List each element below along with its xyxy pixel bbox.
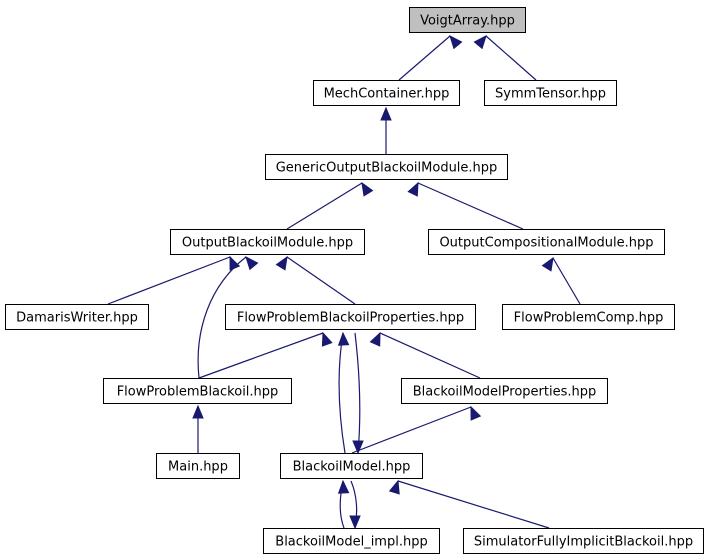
- edge-line: [198, 332, 324, 379]
- node-label: MechContainer.hpp: [324, 87, 450, 102]
- arrow-head: [541, 256, 554, 272]
- edge-generic-to-mech: [380, 106, 392, 154]
- arrow-head: [349, 515, 361, 530]
- edge-line: [485, 35, 537, 81]
- edge-line: [354, 332, 361, 454]
- edge-fpbprops-to-outblack: [275, 255, 356, 305]
- node-outcomp[interactable]: OutputCompositionalModule.hpp: [428, 229, 665, 255]
- edge-line: [338, 332, 346, 454]
- node-box[interactable]: [463, 528, 704, 554]
- edge-line: [398, 35, 451, 81]
- node-box[interactable]: [265, 154, 508, 180]
- edge-bm-to-fpbprops: [337, 331, 350, 454]
- edge-main-to-fpb: [192, 404, 204, 453]
- node-fpbprops[interactable]: FlowProblemBlackoilProperties.hpp: [225, 304, 476, 330]
- arrow-head: [321, 331, 333, 347]
- arrow-head: [352, 440, 364, 455]
- arrow-head: [337, 479, 350, 494]
- node-box[interactable]: [313, 80, 460, 106]
- arrow-head: [229, 255, 241, 271]
- arrow-head: [192, 404, 204, 419]
- arrow-head: [388, 479, 400, 495]
- edge-bm-to-bmprops: [351, 405, 482, 454]
- edge-line: [379, 332, 481, 379]
- node-damaris[interactable]: DamarisWriter.hpp: [5, 304, 149, 330]
- edge-line: [351, 406, 472, 454]
- arrow-head: [337, 331, 350, 346]
- node-label: BlackoilModel_impl.hpp: [275, 535, 427, 550]
- edges-layer: [107, 35, 581, 530]
- node-fpb[interactable]: FlowProblemBlackoil.hpp: [103, 378, 292, 404]
- edge-bmprops-to-fpbprops: [369, 331, 481, 379]
- edge-line: [552, 257, 581, 305]
- node-box[interactable]: [502, 304, 675, 330]
- node-generic[interactable]: GenericOutputBlackoilModule.hpp: [265, 154, 508, 180]
- edge-line: [286, 256, 356, 305]
- arrow-head: [369, 331, 381, 347]
- node-label: BlackoilModelProperties.hpp: [413, 385, 597, 400]
- edge-outblack-to-generic: [286, 181, 374, 230]
- edge-fpb-to-outblack: [197, 256, 259, 379]
- node-label: SymmTensor.hpp: [495, 87, 606, 102]
- node-box[interactable]: [428, 229, 665, 255]
- node-box[interactable]: [409, 7, 526, 33]
- node-label: BlackoilModel.hpp: [293, 460, 411, 475]
- node-box[interactable]: [225, 304, 476, 330]
- edge-fpb-to-fpbprops: [198, 331, 333, 379]
- edge-fpbprops-to-bm: [352, 332, 364, 455]
- node-bmprops[interactable]: BlackoilModelProperties.hpp: [401, 378, 608, 404]
- node-label: VoigtArray.hpp: [420, 14, 515, 29]
- node-box[interactable]: [401, 378, 608, 404]
- arrow-head: [407, 181, 419, 197]
- edge-fpcomp-to-outcomp: [541, 256, 581, 305]
- node-label: FlowProblemBlackoilProperties.hpp: [237, 311, 464, 326]
- node-bmimpl[interactable]: BlackoilModel_impl.hpp: [263, 528, 440, 554]
- node-fpcomp[interactable]: FlowProblemComp.hpp: [502, 304, 675, 330]
- edge-bmimpl-to-bm: [337, 479, 350, 529]
- node-voigt[interactable]: VoigtArray.hpp: [409, 7, 526, 33]
- node-symm[interactable]: SymmTensor.hpp: [484, 80, 617, 106]
- node-bm[interactable]: BlackoilModel.hpp: [280, 453, 423, 479]
- node-label: Main.hpp: [168, 460, 228, 475]
- arrow-head: [380, 106, 392, 121]
- node-box[interactable]: [5, 304, 149, 330]
- arrow-head: [473, 35, 487, 50]
- edge-line: [397, 480, 550, 529]
- arrow-head: [361, 181, 374, 197]
- node-box[interactable]: [156, 453, 240, 479]
- edge-line: [107, 256, 231, 305]
- node-label: FlowProblemComp.hpp: [514, 311, 664, 326]
- edge-damaris-to-outblack: [107, 255, 241, 305]
- node-sfib[interactable]: SimulatorFullyImplicitBlackoil.hpp: [463, 528, 704, 554]
- node-label: OutputCompositionalModule.hpp: [439, 236, 653, 251]
- node-box[interactable]: [280, 453, 423, 479]
- node-box[interactable]: [484, 80, 617, 106]
- arrow-head: [275, 255, 288, 271]
- edge-bm-to-bmimpl: [349, 480, 361, 530]
- arrow-head: [449, 35, 463, 50]
- edge-line: [197, 256, 247, 379]
- node-label: DamarisWriter.hpp: [16, 311, 138, 326]
- arrow-head: [470, 405, 482, 421]
- node-label: SimulatorFullyImplicitBlackoil.hpp: [474, 535, 693, 550]
- edge-outcomp-to-generic: [407, 181, 524, 230]
- edge-symm-to-voigt: [473, 35, 537, 81]
- edge-line: [286, 182, 363, 230]
- edge-sfib-to-bm: [388, 479, 550, 529]
- node-main[interactable]: Main.hpp: [156, 453, 240, 479]
- node-box[interactable]: [170, 229, 365, 255]
- node-mech[interactable]: MechContainer.hpp: [313, 80, 460, 106]
- arrow-head: [245, 256, 259, 271]
- node-box[interactable]: [263, 528, 440, 554]
- edge-mech-to-voigt: [398, 35, 463, 81]
- node-label: OutputBlackoilModule.hpp: [182, 236, 353, 251]
- node-outblack[interactable]: OutputBlackoilModule.hpp: [170, 229, 365, 255]
- node-box[interactable]: [103, 378, 292, 404]
- node-label: GenericOutputBlackoilModule.hpp: [276, 161, 498, 176]
- node-label: FlowProblemBlackoil.hpp: [117, 385, 279, 400]
- edge-line: [417, 182, 524, 230]
